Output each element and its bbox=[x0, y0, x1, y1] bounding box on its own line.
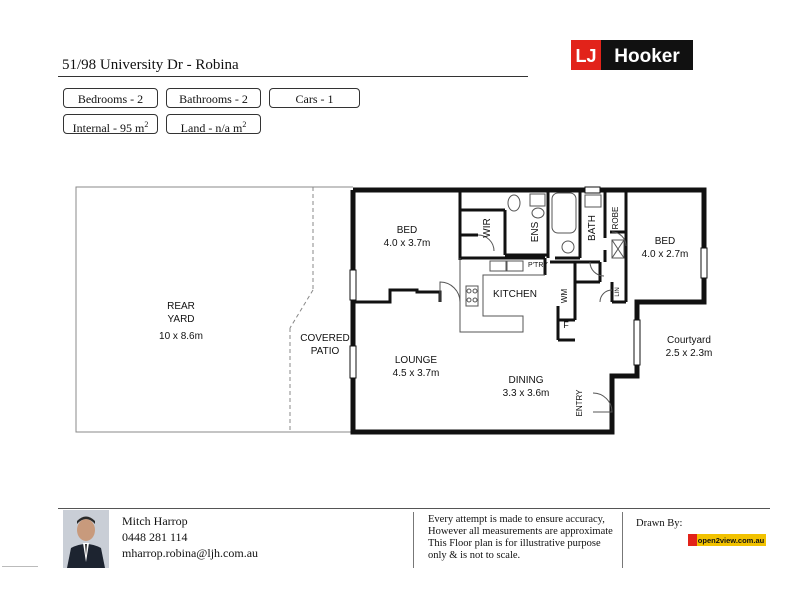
entry-label: ENTRY bbox=[575, 389, 584, 417]
cars-badge: Cars - 1 bbox=[269, 88, 360, 108]
bedrooms-badge: Bedrooms - 2 bbox=[63, 88, 158, 108]
disclaimer: Every attempt is made to ensure accuracy… bbox=[428, 514, 613, 561]
linen-label: LIN bbox=[615, 287, 621, 296]
footer-separator-2 bbox=[622, 512, 623, 568]
rear-yard-size: 10 x 8.6m bbox=[159, 331, 203, 342]
courtyard-label: Courtyard bbox=[667, 335, 711, 346]
kitchen-label: KITCHEN bbox=[493, 289, 537, 300]
dining-label: DINING bbox=[509, 375, 544, 386]
bathrooms-badge: Bathrooms - 2 bbox=[166, 88, 261, 108]
land-area-badge: Land - n/a m2 bbox=[166, 114, 261, 135]
rear-yard-label-2: YARD bbox=[167, 314, 194, 325]
exterior-walls bbox=[350, 187, 707, 435]
ens-label: ENS bbox=[530, 221, 541, 242]
kitchen-benches bbox=[459, 258, 545, 333]
drawn-by-label: Drawn By: bbox=[636, 518, 683, 529]
bed2-label: BED bbox=[655, 236, 676, 247]
robe-label: ROBE bbox=[611, 207, 620, 230]
corner-mark bbox=[2, 566, 38, 567]
footer-divider bbox=[58, 508, 770, 509]
bed2-size: 4.0 x 2.7m bbox=[642, 249, 689, 260]
fridge-label: F bbox=[563, 320, 569, 330]
covered-patio-label: COVERED bbox=[300, 333, 349, 344]
rear-yard-outline bbox=[75, 186, 353, 433]
interior-walls bbox=[353, 190, 628, 342]
bathroom-fixtures bbox=[507, 192, 625, 259]
property-address: 51/98 University Dr - Robina bbox=[62, 57, 239, 73]
wm-label: WM bbox=[560, 289, 569, 304]
header-divider bbox=[58, 76, 528, 77]
lounge-label: LOUNGE bbox=[395, 355, 438, 366]
logo-lj: LJ bbox=[575, 46, 596, 66]
bed1-label: BED bbox=[397, 225, 418, 236]
bed1-size: 4.0 x 3.7m bbox=[384, 238, 431, 249]
agent-phone: 0448 281 114 bbox=[122, 530, 188, 544]
agent-email[interactable]: mharrop.robina@ljh.com.au bbox=[122, 546, 259, 560]
courtyard-size: 2.5 x 2.3m bbox=[666, 348, 713, 359]
lj-hooker-logo-graphic: LJ Hooker bbox=[571, 40, 693, 70]
bath-label: BATH bbox=[587, 215, 598, 241]
lj-hooker-logo: LJ Hooker bbox=[571, 40, 693, 70]
agent-name: Mitch Harrop bbox=[122, 514, 188, 528]
internal-area-badge: Internal - 95 m2 bbox=[63, 114, 158, 135]
dining-size: 3.3 x 3.6m bbox=[503, 388, 550, 399]
door-swings bbox=[439, 231, 627, 413]
rear-yard-label: REAR bbox=[167, 301, 195, 312]
agent-photo bbox=[63, 510, 109, 568]
open2view-logo: open2view.com.au bbox=[688, 533, 766, 546]
pantry-label: P'TRY bbox=[528, 262, 548, 269]
lounge-size: 4.5 x 3.7m bbox=[393, 368, 440, 379]
windows bbox=[349, 186, 708, 379]
covered-patio-label-2: PATIO bbox=[311, 346, 340, 357]
wir-label: WIR bbox=[482, 218, 493, 237]
open2view-text: open2view.com.au bbox=[698, 536, 765, 545]
logo-hooker: Hooker bbox=[614, 46, 680, 67]
footer-separator bbox=[413, 512, 414, 568]
